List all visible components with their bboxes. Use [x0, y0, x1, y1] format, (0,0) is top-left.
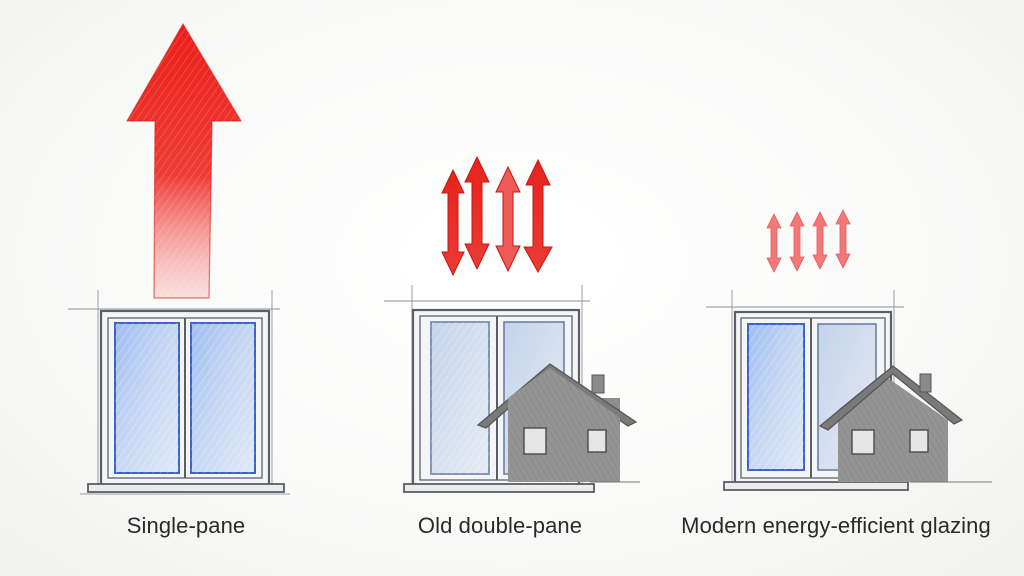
- caption-old-double-pane: Old double-pane: [417, 513, 583, 538]
- caption-single-pane: Single-pane: [126, 513, 246, 538]
- panel-modern-glazing: [706, 209, 992, 491]
- panel-single-pane: [68, 22, 290, 495]
- house-icon: [818, 365, 992, 483]
- heat-loss-arrow-icon: [441, 155, 553, 277]
- heat-loss-arrow-icon: [766, 209, 851, 273]
- caption-modern-glazing: Modern energy-efficient glazing: [681, 513, 991, 538]
- panel-old-double-pane: [384, 155, 640, 493]
- window-icon: [68, 290, 290, 495]
- house-icon: [476, 363, 640, 483]
